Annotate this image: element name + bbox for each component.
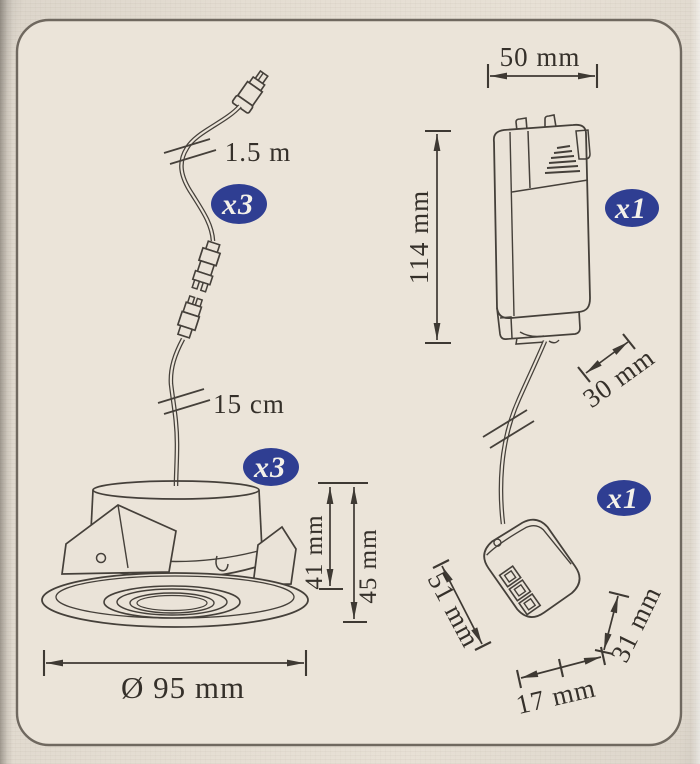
cable-break-mark [157,388,211,415]
dim-total-height: 45 mm [343,487,382,624]
supply-cable-drawing [157,69,269,487]
driver-width-label: 50 mm [500,42,581,72]
quantity-badge-cable-label: x3 [221,188,254,221]
quantity-badge-fixture: x3 [243,448,299,486]
recess-depth-label: 41 mm [301,514,328,589]
cable-tail-length-label: 15 cm [213,389,285,419]
dim-diameter: Ø 95 mm [42,650,308,705]
driver-box-drawing [482,114,591,525]
driver-tab-icon [515,117,528,132]
cable-break-mark [163,138,217,165]
junction-connector-drawing [483,518,581,618]
inline-connector-male-icon [191,240,222,293]
cable-break-mark [482,409,535,449]
terminal-ports-icon [498,565,542,616]
vent-lines-icon [544,145,581,174]
dim-driver-height: 114 mm [404,129,451,345]
dim-recess-depth: 41 mm [301,481,368,591]
inline-connector-female-icon [176,295,204,339]
quantity-badge-connector: x1 [597,480,651,516]
driver-latch-icon [575,129,591,160]
dim-driver-width: 50 mm [486,42,599,88]
total-height-label: 45 mm [355,528,382,603]
quantity-badge-cable: x3 [211,184,267,224]
spring-clip-left-icon [61,504,177,575]
band-latch-icon [215,555,229,572]
driver-height-label: 114 mm [404,190,434,284]
driver-tab-icon [544,114,557,129]
quantity-badge-driver: x1 [605,189,659,227]
downlight-drawing [41,480,309,628]
quantity-badge-fixture-label: x3 [253,451,286,484]
quantity-badge-connector-label: x1 [606,482,639,515]
diameter-label: Ø 95 mm [121,670,245,705]
cable-length-label: 1.5 m [225,137,292,167]
quantity-badge-driver-label: x1 [614,192,647,225]
